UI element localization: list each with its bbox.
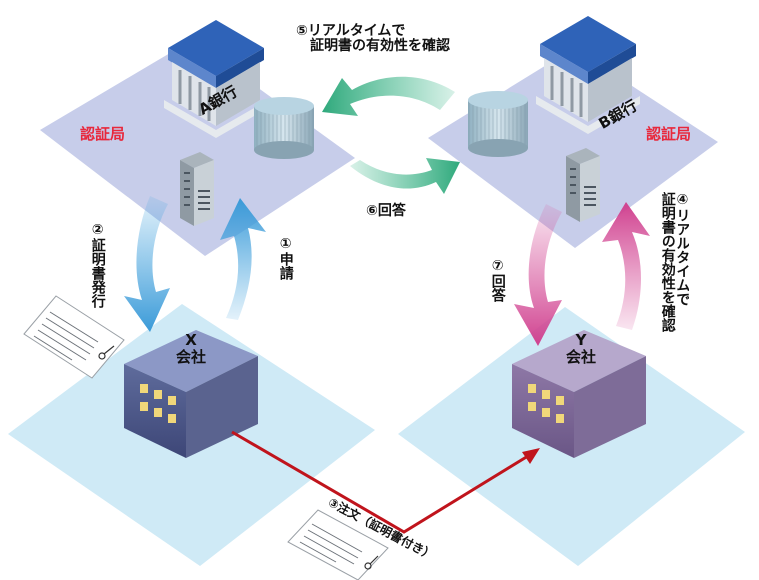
- step6-label: ⑥回答: [366, 203, 406, 219]
- company-x-building: [124, 330, 258, 458]
- step5-line2: 証明書の有効性を確認: [310, 38, 450, 55]
- left-authority-label: 認証局: [80, 125, 126, 143]
- blue-arrow-apply-up: [220, 198, 266, 320]
- step1-label: ①申請: [277, 236, 294, 280]
- step4-line2: 証明書の有効性を確認: [660, 192, 676, 332]
- step7-label: ⑦回答: [489, 258, 506, 302]
- right-authority-label: 認証局: [646, 125, 692, 143]
- green-arrow-to-right-bank: [350, 158, 460, 194]
- step2-label: ②証明書発行: [89, 222, 106, 308]
- pink-arrow-answer-down: [514, 204, 562, 346]
- order-arrow-line: [231, 430, 529, 534]
- step4-label: ④リアルタイムで 証明書の有効性を確認: [660, 192, 689, 376]
- left-bank-platform: [40, 40, 355, 256]
- blue-arrow-issue-down: [124, 196, 170, 332]
- company-x-label: X 会社: [176, 332, 206, 365]
- green-arrow-to-left-bank: [322, 76, 455, 116]
- step4-line1: ④リアルタイムで: [674, 192, 690, 306]
- company-y-letter: Y: [575, 331, 587, 349]
- step5-label: ⑤リアルタイムで 証明書の有効性を確認: [296, 23, 450, 55]
- bank-building-icon: [164, 20, 268, 138]
- company-y-label: Y 会社: [566, 332, 596, 365]
- company-y-word: 会社: [566, 347, 597, 366]
- pink-arrow-check-up: [602, 202, 650, 330]
- step5-line1: ⑤リアルタイムで: [296, 23, 406, 39]
- database-icon: [468, 91, 528, 157]
- company-y-building: [512, 330, 646, 458]
- server-tower-icon: [180, 152, 214, 226]
- server-tower-icon: [566, 148, 600, 222]
- company-x-letter: X: [185, 331, 197, 349]
- database-icon: [254, 97, 314, 159]
- company-x-word: 会社: [176, 347, 207, 366]
- order-document-icon: [287, 509, 389, 580]
- certificate-document-icon: [23, 295, 125, 379]
- order-arrow-head: [522, 448, 540, 464]
- bank-building-icon: [536, 16, 640, 134]
